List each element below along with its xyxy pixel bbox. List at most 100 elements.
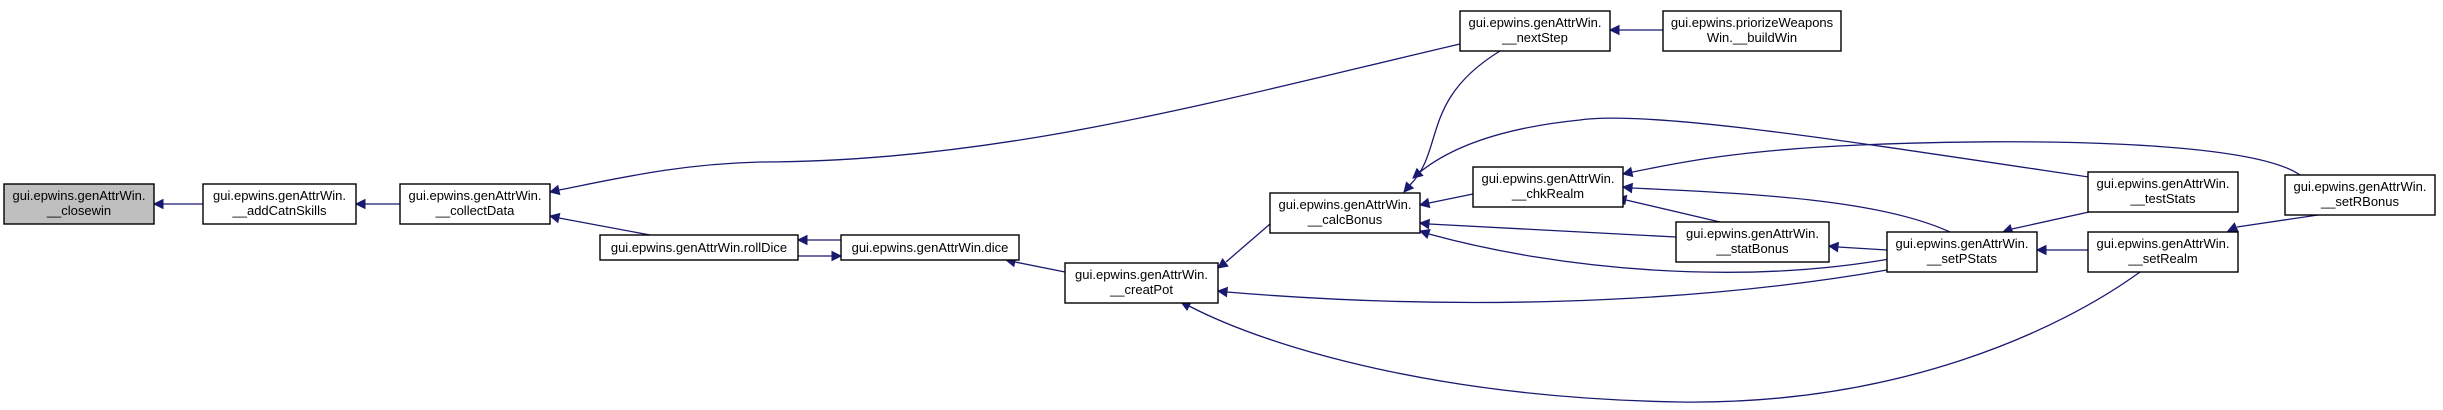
arrowhead-icon <box>1621 166 1634 178</box>
node-label: __closewin <box>46 203 111 218</box>
node-closewin[interactable]: gui.epwins.genAttrWin.__closewin <box>3 183 155 225</box>
node-label: __setPStats <box>1926 251 1998 266</box>
arrowhead-icon <box>831 250 843 262</box>
node-label: __testStats <box>2129 191 2196 206</box>
node-label: gui.epwins.genAttrWin. <box>2097 176 2230 191</box>
edge-line <box>1428 193 1474 204</box>
node-label: gui.epwins.genAttrWin. <box>1896 236 2029 251</box>
edge-line <box>2011 209 2099 230</box>
edge-line <box>1428 233 1896 273</box>
node-label: gui.epwins.genAttrWin. <box>13 188 146 203</box>
node-label: __collectData <box>435 203 516 218</box>
edge-priorizeWeapons-to-nextStep <box>1608 24 1663 36</box>
node-label: __nextStep <box>1501 30 1568 45</box>
node-statBonus[interactable]: gui.epwins.genAttrWin.__statBonus <box>1675 221 1830 263</box>
edge-setRBonus-to-chkRealm <box>1621 141 2301 178</box>
arrowhead-icon <box>1217 258 1229 269</box>
function-node-box[interactable] <box>1472 166 1624 208</box>
arrowhead-icon <box>2226 222 2239 232</box>
node-label: __setRBonus <box>2320 194 2400 209</box>
arrowhead-icon <box>1418 218 1431 230</box>
node-label: __addCatnSkills <box>232 203 327 218</box>
arrowhead-icon <box>1608 24 1620 36</box>
arrowhead-icon <box>1403 181 1415 193</box>
node-label: gui.epwins.genAttrWin. <box>1482 171 1615 186</box>
edge-testStats-to-calcBonus <box>1412 117 2096 179</box>
function-node-box[interactable] <box>1269 192 1421 234</box>
function-node-box[interactable] <box>399 183 551 225</box>
edge-setPStats-to-creatPot <box>1216 269 1888 304</box>
edge-calcBonus-to-creatPot <box>1217 223 1271 269</box>
edge-rollDice-to-dice <box>798 250 843 262</box>
node-label: gui.epwins.genAttrWin.rollDice <box>611 240 787 255</box>
edge-addCatnSkills-to-closewin <box>152 198 203 210</box>
nodes-layer: gui.epwins.genAttrWin.__closewingui.epwi… <box>3 10 2436 304</box>
function-node-box[interactable] <box>840 234 1020 261</box>
function-node-box[interactable] <box>1886 231 2038 273</box>
arrowhead-icon <box>1216 286 1229 298</box>
edge-statBonus-to-chkRealm <box>1615 194 1721 223</box>
node-label: gui.epwins.genAttrWin. <box>409 188 542 203</box>
edge-nextStep-to-collectData <box>548 43 1461 196</box>
node-nextStep[interactable]: gui.epwins.genAttrWin.__nextStep <box>1459 10 1611 52</box>
arrowhead-icon <box>548 212 561 224</box>
edge-line <box>1419 117 2096 179</box>
node-dice[interactable]: gui.epwins.genAttrWin.dice <box>840 234 1020 261</box>
node-addCatnSkills[interactable]: gui.epwins.genAttrWin.__addCatnSkills <box>202 183 357 225</box>
node-label: __calcBonus <box>1307 212 1383 227</box>
edge-testStats-to-setPStats <box>2001 209 2099 235</box>
arrowhead-icon <box>152 198 164 210</box>
node-label: gui.epwins.genAttrWin. <box>1469 15 1602 30</box>
edge-line <box>2236 214 2319 228</box>
arrowhead-icon <box>796 234 808 246</box>
arrowhead-icon <box>1418 228 1431 240</box>
edge-setRealm-to-creatPot <box>1180 271 2141 403</box>
node-rollDice[interactable]: gui.epwins.genAttrWin.rollDice <box>599 234 799 261</box>
arrowhead-icon <box>354 198 366 210</box>
function-node-box[interactable] <box>599 234 799 261</box>
edges-layer <box>152 24 2319 403</box>
function-node-box[interactable] <box>1675 221 1830 263</box>
node-label: __setRealm <box>2127 251 2197 266</box>
arrowhead-icon <box>548 184 561 196</box>
node-label: gui.epwins.genAttrWin. <box>2294 179 2427 194</box>
edge-line <box>1622 141 2301 176</box>
edge-setPStats-to-calcBonus <box>1418 228 1896 273</box>
current-function-node-box[interactable] <box>3 183 155 225</box>
function-node-box[interactable] <box>1459 10 1611 52</box>
node-label: gui.epwins.genAttrWin. <box>1075 267 1208 282</box>
arrowhead-icon <box>1412 167 1424 179</box>
function-node-box[interactable] <box>2087 231 2239 273</box>
node-calcBonus[interactable]: gui.epwins.genAttrWin.__calcBonus <box>1269 192 1421 234</box>
edge-line <box>1409 50 1501 186</box>
node-label: Win.__buildWin <box>1707 30 1797 45</box>
edge-setRealm-to-setPStats <box>2035 244 2088 256</box>
node-label: gui.epwins.priorizeWeapons <box>1671 15 1834 30</box>
edge-line <box>1837 246 1888 251</box>
edge-line <box>1225 223 1271 263</box>
node-label: __chkRealm <box>1511 186 1584 201</box>
node-setRealm[interactable]: gui.epwins.genAttrWin.__setRealm <box>2087 231 2239 273</box>
arrowhead-icon <box>1621 182 1634 194</box>
node-collectData[interactable]: gui.epwins.genAttrWin.__collectData <box>399 183 551 225</box>
edge-line <box>558 43 1461 191</box>
edge-line <box>1625 199 1721 223</box>
edge-setPStats-to-chkRealm <box>1621 182 1951 233</box>
node-testStats[interactable]: gui.epwins.genAttrWin.__testStats <box>2087 171 2239 213</box>
arrowhead-icon <box>1827 241 1840 253</box>
edge-rollDice-to-collectData <box>548 212 651 236</box>
function-node-box[interactable] <box>1064 262 1219 304</box>
node-chkRealm[interactable]: gui.epwins.genAttrWin.__chkRealm <box>1472 166 1624 208</box>
node-label: __creatPot <box>1109 282 1173 297</box>
function-node-box[interactable] <box>202 183 357 225</box>
edge-line <box>1428 223 1677 238</box>
node-setRBonus[interactable]: gui.epwins.genAttrWin.__setRBonus <box>2284 174 2436 216</box>
function-node-box[interactable] <box>2284 174 2436 216</box>
function-node-box[interactable] <box>2087 171 2239 213</box>
function-node-box[interactable] <box>1662 10 1842 52</box>
node-setPStats[interactable]: gui.epwins.genAttrWin.__setPStats <box>1886 231 2038 273</box>
node-creatPot[interactable]: gui.epwins.genAttrWin.__creatPot <box>1064 262 1219 304</box>
edge-setRBonus-to-setRealm <box>2226 214 2319 232</box>
